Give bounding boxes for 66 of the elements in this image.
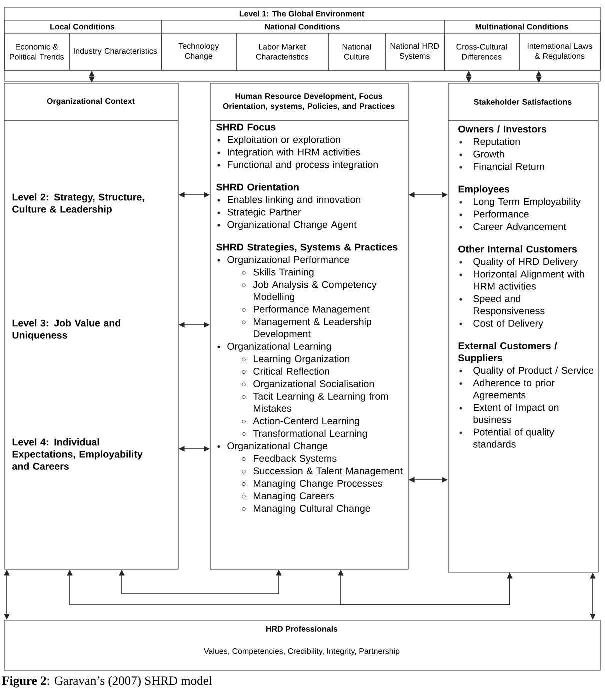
list-item: Organizational Learning bbox=[228, 342, 332, 352]
footer-text: Values, Competencies, Credibility, Integrity, Partnership bbox=[204, 648, 400, 656]
list-item: Performance bbox=[474, 210, 529, 218]
condition-cell: Cross-Cultural Differences bbox=[444, 33, 520, 71]
sub-list-item: Feedback Systems bbox=[254, 454, 337, 464]
section-heading: Local Conditions bbox=[50, 24, 115, 30]
condition-cell: National Culture bbox=[328, 33, 386, 71]
sub-list-item: Critical Reflection bbox=[254, 368, 330, 375]
condition-cell: Technology Change bbox=[161, 33, 237, 71]
condition-cell: Labor Market Characteristics bbox=[236, 33, 329, 71]
condition-cell: Industry Characteristics bbox=[69, 33, 162, 71]
list-item: Horizontal Alignment with HRM activities bbox=[474, 270, 584, 290]
sub-list-item: Performance Management bbox=[254, 306, 370, 315]
sub-list-item: Organizational Socialisation bbox=[254, 380, 374, 390]
level-text: Level 3: Job Value and Uniqueness bbox=[12, 320, 120, 341]
section-heading: Level 1: The Global Environment bbox=[240, 10, 364, 17]
condition-cell: Economic & Political Trends bbox=[4, 33, 70, 71]
sub-list-item: Succession & Talent Management bbox=[254, 467, 403, 476]
list-item: Potential of quality standards bbox=[473, 428, 554, 448]
sub-list-item: Skills Training bbox=[254, 268, 314, 278]
sub-list-item: Managing Change Processes bbox=[254, 480, 382, 489]
footer-heading: HRD Professionals bbox=[266, 626, 338, 632]
list-item: Organizational Change bbox=[228, 442, 328, 452]
level-text: Level 4: Individual Expectations, Employability and Careers bbox=[12, 438, 143, 470]
level-text: Level 2: Strategy, Structure, Culture & Leadership bbox=[12, 194, 144, 215]
figure-caption: Figure 2: Garavan’s (2007) SHRD model bbox=[2, 676, 212, 688]
list-item: Adherence to prior Agreements bbox=[473, 379, 555, 401]
sub-list-item: Transformational Learning bbox=[253, 430, 368, 439]
sub-list-item: Job Analysis & Competency Modelling bbox=[253, 281, 377, 302]
list-item: Organizational Performance bbox=[228, 256, 350, 266]
column-heading: Stakeholder Satisfactions bbox=[474, 99, 572, 105]
sub-list-item: Management & Leadership Development bbox=[254, 318, 372, 340]
list-item: Growth bbox=[474, 150, 504, 158]
column-heading: Organizational Context bbox=[47, 98, 135, 106]
list-item: Quality of HRD Delivery bbox=[474, 258, 578, 268]
list-item: Organizational Change Agent bbox=[228, 221, 357, 230]
group-heading: Other Internal Customers bbox=[458, 246, 578, 253]
group-heading: Owners / Investors bbox=[458, 126, 547, 133]
section-heading: National Conditions bbox=[265, 24, 340, 30]
group-heading: Employees bbox=[458, 186, 510, 195]
list-item: Career Advancement bbox=[474, 223, 566, 230]
list-item: Speed and Responsiveness bbox=[474, 295, 545, 316]
list-item: Strategic Partner bbox=[228, 208, 302, 218]
sub-list-item: Tacit Learning & Learning from Mistakes bbox=[253, 392, 388, 412]
list-item: Long Term Employability bbox=[474, 198, 581, 208]
group-heading: SHRD Focus bbox=[216, 124, 276, 131]
column-heading: Human Resource Development, Focus Orientation, systems, Policies, and Practices bbox=[223, 93, 395, 111]
list-item: Reputation bbox=[474, 138, 520, 148]
list-item: Functional and process integration bbox=[228, 161, 378, 170]
list-item: Quality of Product / Service bbox=[474, 366, 594, 376]
list-item: Integration with HRM activities bbox=[228, 148, 360, 158]
list-item: Exploitation or exploration bbox=[228, 136, 340, 146]
sub-list-item: Action-Centerd Learning bbox=[253, 417, 360, 426]
group-heading: SHRD Strategies, Systems & Practices bbox=[216, 244, 398, 253]
list-item: Financial Return bbox=[474, 163, 544, 170]
condition-cell: National HRD Systems bbox=[385, 33, 445, 71]
list-item: Extent of Impact on business bbox=[474, 404, 559, 424]
list-item: Enables linking and innovation bbox=[228, 196, 361, 206]
sub-list-item: Managing Cultural Change bbox=[254, 504, 370, 514]
section-heading: Multinational Conditions bbox=[476, 24, 568, 30]
group-heading: External Customers / Suppliers bbox=[458, 342, 558, 364]
list-item: Cost of Delivery bbox=[474, 320, 544, 329]
group-heading: SHRD Orientation bbox=[216, 184, 299, 191]
sub-list-item: Managing Careers bbox=[254, 492, 334, 502]
sub-list-item: Learning Organization bbox=[254, 355, 350, 364]
condition-cell: International Laws & Regulations bbox=[519, 33, 601, 71]
